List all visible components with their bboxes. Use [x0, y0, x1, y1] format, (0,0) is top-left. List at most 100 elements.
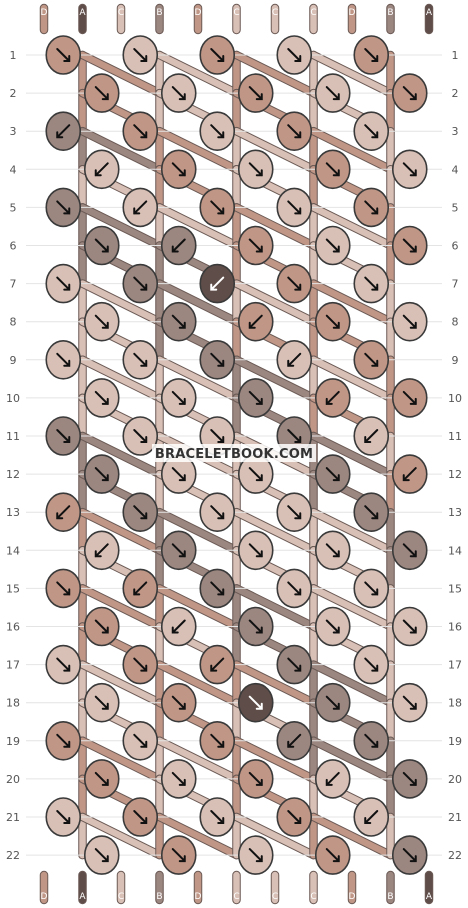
arrow-down-right-icon — [364, 276, 379, 291]
knot — [199, 263, 236, 304]
row-number-right: 6 — [452, 240, 459, 253]
arrow-down-right-icon — [94, 390, 109, 405]
strand-segment — [79, 432, 163, 478]
arrow-down-right-icon — [287, 48, 302, 62]
knot — [353, 492, 390, 533]
watermark-group: BRACELETBOOK.COM — [152, 444, 316, 462]
knot — [237, 149, 274, 190]
arrow-down-right-icon — [248, 162, 263, 177]
arrow-down-left-icon — [56, 124, 71, 139]
knot — [314, 73, 351, 113]
knot — [237, 73, 274, 113]
arrow-down-right-icon — [56, 200, 71, 215]
arrow-down-left-icon — [287, 733, 302, 748]
knot — [237, 301, 274, 342]
knot — [276, 492, 313, 533]
arrow-down-right-icon — [133, 810, 148, 824]
row-number-right: 11 — [448, 430, 462, 443]
row-number-left: 15 — [6, 582, 20, 595]
arrow-down-right-icon — [402, 848, 417, 863]
knot — [314, 530, 351, 571]
knot — [237, 682, 274, 723]
arrow-down-left-icon — [133, 200, 148, 215]
strand-segment — [233, 508, 317, 554]
knot — [314, 682, 351, 723]
arrow-down-right-icon — [56, 352, 71, 367]
arrow-down-right-icon — [287, 581, 302, 596]
arrow-down-right-icon — [287, 505, 302, 520]
strand-segment — [233, 127, 317, 173]
arrow-down-right-icon — [248, 86, 263, 101]
arrow-down-left-icon — [94, 162, 109, 177]
knot — [83, 530, 120, 571]
bottom-strand-label: B — [156, 892, 162, 902]
bottom-strand-label: D — [349, 892, 356, 902]
knot — [276, 720, 313, 761]
row-number-left: 7 — [10, 278, 17, 291]
arrow-down-left-icon — [94, 543, 109, 558]
knot — [160, 149, 197, 190]
knot — [160, 301, 197, 342]
knot — [160, 378, 197, 418]
arrow-down-right-icon — [325, 238, 340, 253]
knot — [391, 378, 428, 418]
arrow-down-right-icon — [94, 86, 109, 101]
strand-segment — [233, 813, 317, 859]
knot — [83, 225, 120, 266]
knot — [199, 720, 236, 761]
arrow-down-right-icon — [94, 771, 109, 786]
arrow-down-left-icon — [210, 657, 225, 672]
knot — [160, 835, 197, 875]
bottom-strand-label: D — [41, 892, 48, 902]
knot — [83, 149, 120, 190]
knot — [391, 149, 428, 190]
strand-segment — [156, 51, 240, 97]
row-number-right: 1 — [452, 49, 459, 62]
arrow-down-right-icon — [325, 86, 340, 101]
knot — [199, 339, 236, 380]
knot — [83, 454, 120, 494]
knot — [391, 606, 428, 647]
arrow-down-left-icon — [248, 314, 263, 329]
top-strand-label: A — [79, 8, 86, 18]
arrow-down-right-icon — [133, 352, 148, 367]
row-number-right: 12 — [448, 468, 462, 481]
row-number-left: 16 — [6, 621, 20, 634]
row-number-left: 18 — [6, 697, 20, 710]
arrow-down-left-icon — [325, 771, 340, 786]
strand-segment — [233, 661, 317, 706]
arrow-down-right-icon — [133, 733, 148, 748]
arrow-down-right-icon — [325, 619, 340, 634]
arrow-down-right-icon — [133, 48, 148, 62]
arrow-down-right-icon — [56, 429, 71, 443]
row-number-right: 2 — [452, 87, 459, 100]
arrow-down-right-icon — [171, 390, 186, 405]
knot — [122, 416, 159, 456]
knot — [391, 759, 428, 799]
arrow-down-right-icon — [56, 48, 71, 62]
arrow-down-right-icon — [402, 314, 417, 329]
arrow-down-right-icon — [287, 429, 302, 443]
knot — [391, 225, 428, 266]
strand-segment — [79, 356, 163, 402]
arrow-down-right-icon — [133, 429, 148, 443]
strand-segment — [233, 204, 317, 249]
arrow-down-right-icon — [210, 124, 225, 139]
knot — [160, 225, 197, 266]
knot — [122, 263, 159, 304]
knot — [276, 797, 313, 837]
strand-segment — [310, 432, 394, 478]
strand-segment — [310, 508, 394, 554]
strand-segment — [156, 280, 240, 325]
knot — [353, 644, 390, 685]
knot — [237, 378, 274, 418]
top-strand-label: D — [349, 8, 356, 18]
arrow-down-right-icon — [325, 543, 340, 558]
knot — [45, 568, 82, 609]
strand-segment — [79, 280, 163, 325]
strand-segment — [79, 661, 163, 706]
arrow-down-right-icon — [402, 390, 417, 405]
arrow-down-right-icon — [133, 657, 148, 672]
row-number-right: 18 — [448, 697, 462, 710]
